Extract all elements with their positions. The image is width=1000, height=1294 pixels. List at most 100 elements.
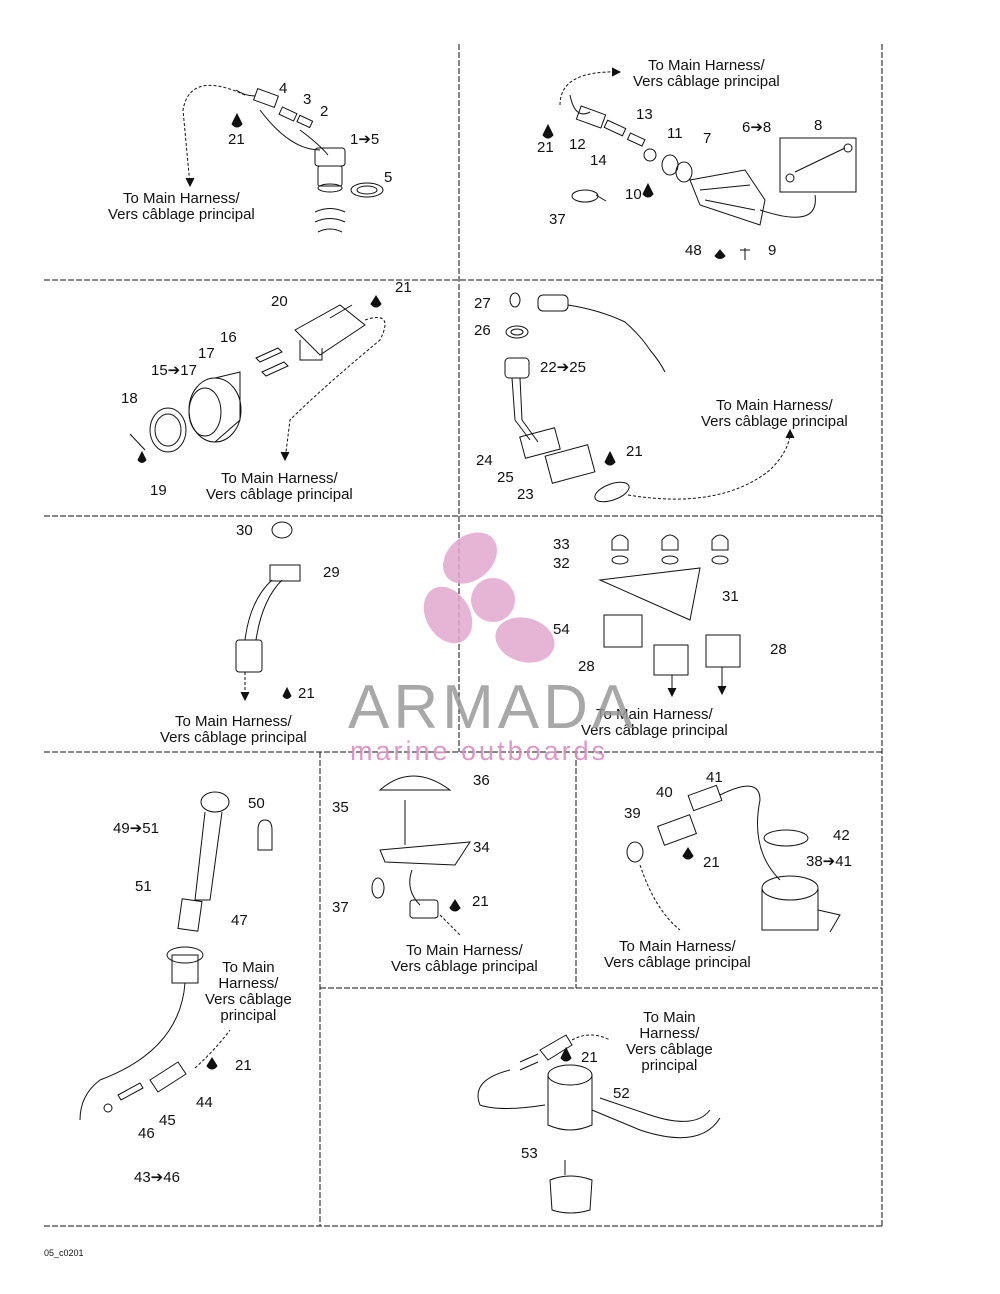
- callout-11: 11: [667, 125, 683, 142]
- panel-9-parts: [626, 784, 841, 933]
- harness-note: To Main Harness/ Vers câblage principal: [391, 943, 538, 975]
- callout-37: 37: [332, 899, 349, 916]
- harness-note-fr: Vers câblage principal: [604, 954, 751, 971]
- harness-note-line3: Vers câblage: [205, 991, 292, 1008]
- callout-21: 21: [703, 854, 720, 871]
- harness-note-line4: principal: [641, 1057, 698, 1074]
- callout-21: 21: [298, 685, 315, 702]
- callout-14: 14: [590, 152, 607, 169]
- callout-7: 7: [703, 130, 712, 147]
- harness-note-en: To Main Harness/: [221, 470, 338, 487]
- callout-35: 35: [332, 799, 349, 816]
- harness-note-en: To Main Harness/: [648, 57, 765, 74]
- harness-note-en: To Main Harness/: [619, 938, 736, 955]
- panel-3-parts: [129, 295, 386, 463]
- panel-4-parts: [504, 292, 795, 503]
- callout-45: 45: [159, 1112, 176, 1129]
- callout-23: 23: [517, 486, 534, 503]
- callout-28: 28: [770, 641, 787, 658]
- callout-1-5: 1➔5: [350, 131, 380, 148]
- callout-50: 50: [248, 795, 265, 812]
- harness-note-fr: Vers câblage principal: [206, 486, 353, 503]
- callout-5: 5: [384, 169, 393, 186]
- harness-note: To Main Harness/ Vers câblage principal: [604, 939, 751, 971]
- callout-21: 21: [537, 139, 554, 156]
- callout-46: 46: [138, 1125, 155, 1142]
- panel-7-parts: [79, 791, 273, 1121]
- harness-note-line4: principal: [220, 1007, 277, 1024]
- callout-26: 26: [474, 322, 491, 339]
- callout-21: 21: [581, 1049, 598, 1066]
- harness-note-fr: Vers câblage principal: [633, 73, 780, 90]
- panel-grid: [44, 44, 883, 1227]
- callout-30: 30: [236, 522, 253, 539]
- callout-39: 39: [624, 805, 641, 822]
- callout-37: 37: [549, 211, 566, 228]
- callout-33: 33: [553, 536, 570, 553]
- harness-note: To Main Harness/ Vers câblage principal: [626, 1010, 713, 1074]
- callout-3: 3: [303, 91, 312, 108]
- callout-24: 24: [476, 452, 493, 469]
- harness-note-en: To Main Harness/: [716, 397, 833, 414]
- harness-note: To Main Harness/ Vers câblage principal: [160, 714, 307, 746]
- callout-54: 54: [553, 621, 570, 638]
- callout-8: 8: [814, 117, 823, 134]
- callout-52: 52: [613, 1085, 630, 1102]
- callout-19: 19: [150, 482, 167, 499]
- callout-6-8: 6➔8: [742, 119, 772, 136]
- harness-note-line2: Harness/: [639, 1025, 700, 1042]
- callout-22-25: 22➔25: [540, 359, 586, 376]
- callout-27: 27: [474, 295, 491, 312]
- callout-16: 16: [220, 329, 237, 346]
- callout-21: 21: [228, 131, 245, 148]
- panel-1-parts: [182, 84, 384, 233]
- callout-53: 53: [521, 1145, 538, 1162]
- harness-note-line1: To Main: [643, 1009, 696, 1026]
- panel-2-parts: [542, 67, 857, 260]
- callout-43-46: 43➔46: [134, 1169, 180, 1186]
- harness-note: To Main Harness/ Vers câblage principal: [108, 191, 255, 223]
- panel-10-parts: [477, 1034, 721, 1214]
- callout-13: 13: [636, 106, 653, 123]
- panel-8-parts: [371, 775, 471, 936]
- document-id: 05_c0201: [44, 1248, 84, 1258]
- callout-28: 28: [578, 658, 595, 675]
- harness-note-en: To Main Harness/: [596, 706, 713, 723]
- callout-42: 42: [833, 827, 850, 844]
- harness-note-line1: To Main: [222, 959, 275, 976]
- panel-5-parts: [235, 521, 301, 702]
- harness-note-fr: Vers câblage principal: [160, 729, 307, 746]
- harness-note-fr: Vers câblage principal: [581, 722, 728, 739]
- callout-21: 21: [472, 893, 489, 910]
- harness-note-line3: Vers câblage: [626, 1041, 713, 1058]
- callout-48: 48: [685, 242, 702, 259]
- callout-38-41: 38➔41: [806, 853, 852, 870]
- harness-note-line2: Harness/: [218, 975, 279, 992]
- callout-32: 32: [553, 555, 570, 572]
- harness-note-fr: Vers câblage principal: [701, 413, 848, 430]
- harness-note-en: To Main Harness/: [406, 942, 523, 959]
- watermark-brand: ARMADA: [348, 673, 638, 742]
- watermark-tagline: marine outboards: [350, 736, 609, 766]
- callout-9: 9: [768, 242, 777, 259]
- harness-note-en: To Main Harness/: [123, 190, 240, 207]
- callout-17: 17: [198, 345, 215, 362]
- callout-21: 21: [626, 443, 643, 460]
- harness-note: To Main Harness/ Vers câblage principal: [633, 58, 780, 90]
- callout-21: 21: [235, 1057, 252, 1074]
- harness-note-fr: Vers câblage principal: [391, 958, 538, 975]
- callout-44: 44: [196, 1094, 213, 1111]
- callout-34: 34: [473, 839, 490, 856]
- harness-note: To Main Harness/ Vers câblage principal: [701, 398, 848, 430]
- callout-29: 29: [323, 564, 340, 581]
- callout-51: 51: [135, 878, 152, 895]
- callout-12: 12: [569, 136, 586, 153]
- callout-41: 41: [706, 769, 723, 786]
- callout-20: 20: [271, 293, 288, 310]
- callout-4: 4: [279, 80, 288, 97]
- panel-6-parts: [598, 534, 741, 698]
- callout-2: 2: [320, 103, 329, 120]
- callout-47: 47: [231, 912, 248, 929]
